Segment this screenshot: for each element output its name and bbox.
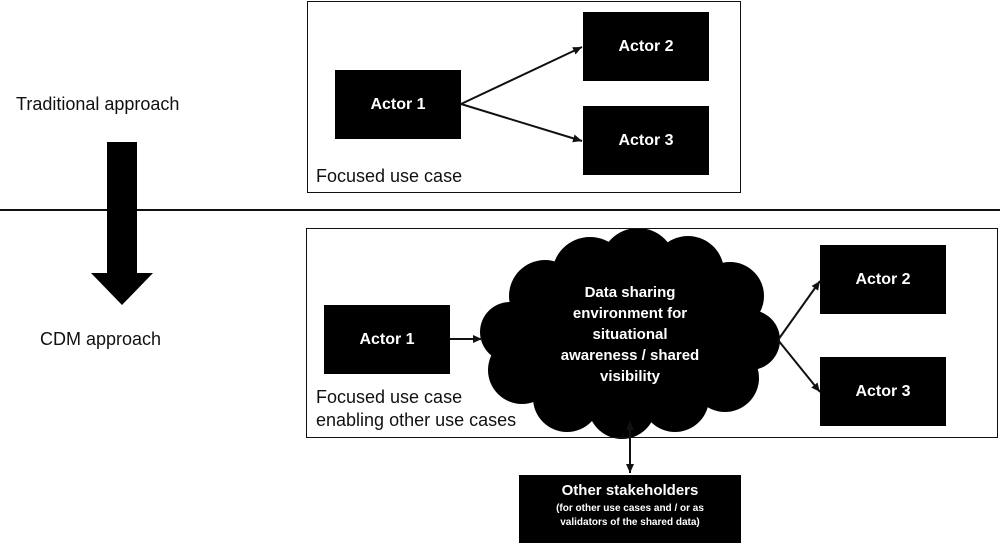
down-arrow-icon [91,142,153,305]
arrow-cloud-to-actor3 [777,339,821,393]
stakeholders-title: Other stakeholders [561,482,699,499]
cloud-line-1: Data sharing [584,284,676,301]
arrow-cloud-to-actor2 [777,280,821,341]
traditional-approach-label: Traditional approach [16,94,180,114]
arrow-actor1-to-actor2-top [460,46,583,105]
stakeholders-detail-line-1: (for other use cases and / or as [556,503,704,514]
data-sharing-cloud [480,228,780,439]
cdm-approach-label: CDM approach [40,329,162,349]
caption-line-2: enabling other use cases [316,410,517,430]
actor-1-box-bottom: Actor 1 [324,305,450,374]
focused-use-case-caption: Focused use case [316,166,463,186]
stakeholders-detail-line-2: validators of the shared data) [560,517,700,528]
cloud-line-4: awareness / shared [560,347,700,364]
cloud-line-5: visibility [599,368,661,385]
cdm-panel [306,228,998,438]
enabling-use-cases-caption: Focused use case enabling other use case… [316,386,516,432]
actor-1-box-top: Actor 1 [335,70,461,139]
caption-line-1: Focused use case [316,387,463,407]
cloud-line-2: environment for [572,305,688,322]
cloud-line-3: situational [592,326,668,343]
other-stakeholders-box: Other stakeholders (for other use cases … [519,475,741,543]
actor-2-box-bottom: Actor 2 [820,245,946,314]
actor-2-box-top: Actor 2 [583,12,709,81]
traditional-panel [307,1,741,193]
actor-3-box-top: Actor 3 [583,106,709,175]
cloud-text: Data sharing environment for situational… [530,282,730,387]
arrow-actor1-to-actor3-top [460,103,583,143]
actor-3-box-bottom: Actor 3 [820,357,946,426]
